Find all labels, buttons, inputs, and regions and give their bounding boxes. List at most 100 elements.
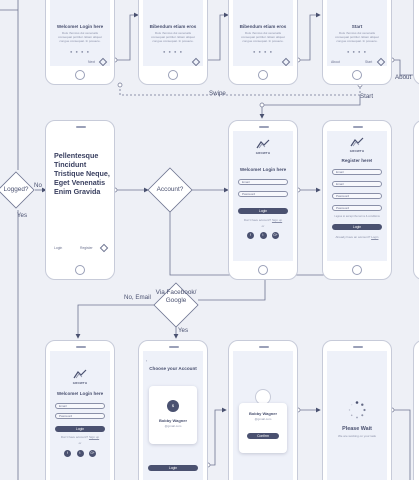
decision-account-shape [147,167,193,213]
facebook-icon[interactable]: f [64,450,71,457]
page-dots: ● ● ● ● [163,49,183,54]
connector-about [392,59,419,76]
sign-up-link[interactable]: Sign up [88,435,100,439]
decision-logged-shape [0,171,35,209]
register-button[interactable]: Login [332,224,382,230]
google-plus-icon[interactable]: G+ [89,450,96,457]
screen-offscreen-bottom [413,340,419,480]
login-password-field[interactable]: Password [238,191,288,197]
confirm-card: Bobby Wagner @gmail.com Confirm [239,403,287,453]
choose-login-button[interactable]: Login [148,465,198,471]
social-buttons: f t G+ [247,232,279,239]
onboard1-title: Welcome! Login here [56,24,104,29]
sign-up-link[interactable]: Sign up [271,218,283,222]
register-confirm-field[interactable]: Password [332,205,382,211]
onboard4-about[interactable]: About [331,60,340,64]
screen-onboard-2: Bibendum etiam eros Duis rhoncus dui ven… [138,0,208,85]
wait-subtitle: We are working on your task [338,434,376,438]
register-brand: GROWTH [349,149,365,153]
page-dots: ● ● ● ● [70,49,90,54]
label-start: Start [360,93,374,100]
confirm-button[interactable]: Confirm [247,433,279,439]
twitter-icon[interactable]: t [76,450,84,457]
screen-onboard-4: Start Duis rhoncus dui venenatis consequ… [322,0,392,85]
login2-title: Welcome! Login here [56,391,104,396]
screen-register: GROWTH Register here! Email Email Passwo… [322,120,392,280]
onboard2-title: Bibendum etiam eros [149,24,197,29]
next-arrow-icon[interactable] [376,57,386,66]
page-dots: ● ● ● ● [253,49,273,54]
register-title: Register here! [341,158,373,163]
choose-email: @gmail.com [164,424,182,428]
login2-brand: GROWTH [72,381,88,385]
login-brand: GROWTH [255,151,271,155]
label-yes-social: Yes [178,327,189,334]
onboard2-body: Duis rhoncus dui venenatis consequat por… [151,31,195,43]
next-arrow-icon[interactable] [98,57,108,66]
onboard3-title: Bibendum etiam eros [239,24,287,29]
screen-please-wait: Please Wait We are working on your task [322,340,392,480]
google-plus-icon[interactable]: G+ [272,232,279,239]
growth-logo-icon [256,139,270,149]
onboard1-next[interactable]: Next [88,60,95,64]
connector-onboard-1-2 [115,12,139,61]
login2-button[interactable]: Login [55,426,105,432]
register-have-account: Already have an account? Login [335,235,379,239]
label-no-email: No, Email [124,294,151,301]
connector-start [259,95,361,119]
screen-confirm-account: Bobby Wagner @gmail.com Confirm [228,340,298,480]
screen-login-email: GROWTH Welcome! Login here Email Passwor… [45,340,115,480]
connector-onboard-3-4 [298,12,321,61]
screen-onboard-3: Bibendum etiam eros Duis rhoncus dui ven… [228,0,298,85]
login2-or: or [78,441,82,445]
register-password-field[interactable]: Password [332,193,382,199]
growth-logo-icon [350,137,364,147]
loading-spinner-icon [348,401,366,419]
login-button[interactable]: Login [238,208,288,214]
screen-splash: Pellentesque Tincidunt Tristique Neque, … [45,120,115,280]
screen-login: GROWTH Welcome! Login here Email Passwor… [228,120,298,280]
confirm-name: Bobby Wagner [248,411,278,416]
next-arrow-icon[interactable] [99,243,109,253]
label-yes: Yes [17,212,28,219]
login-link[interactable]: Login [371,235,379,239]
register-email-field[interactable]: Email [332,181,382,187]
choose-name: Bobby Wagner [158,418,188,423]
login-no-account: Don't have account? Sign up [243,218,283,222]
login-or: or [261,224,265,228]
connector-choose-confirm [208,407,227,466]
login2-email-field[interactable]: Email [55,403,105,409]
wait-title: Please Wait [342,426,372,432]
screen-offscreen-top [413,0,419,85]
register-agree[interactable]: I agree to accept the terms & conditions [334,215,380,218]
connector-onboard-2-3 [205,12,229,61]
splash-headline: Pellentesque Tincidunt Tristique Neque, … [54,151,110,196]
label-about: About [395,74,412,81]
decision-social-shape [153,282,199,328]
label-no: No [34,182,42,189]
label-swipe: Swipe [209,90,226,97]
screen-onboard-1: Welcome! Login here Duis rhoncus dui ven… [45,0,115,85]
decision-logged: Logged? [3,186,29,193]
back-icon[interactable]: ‹ [146,359,148,363]
account-card[interactable]: $ Bobby Wagner @gmail.com [149,386,197,444]
screen-choose-account: ‹ Choose your Account $ Bobby Wagner @gm… [138,340,208,480]
next-arrow-icon[interactable] [191,57,201,66]
connector-wait-right [392,409,411,480]
splash-login[interactable]: Login [54,246,63,250]
login-email-field[interactable]: Email [238,179,288,185]
splash-register[interactable]: Register [80,246,93,250]
onboard4-start[interactable]: Start [365,60,373,64]
register-name-field[interactable]: Email [332,169,382,175]
facebook-icon[interactable]: f [247,232,254,239]
next-arrow-icon[interactable] [281,57,291,66]
login-title: Welcome! Login here [239,167,287,172]
twitter-icon[interactable]: t [259,232,267,239]
growth-logo-icon [73,369,87,379]
social-buttons: f t G+ [64,450,96,457]
choose-title: Choose your Account [149,366,197,371]
login2-password-field[interactable]: Password [55,413,105,419]
onboard1-body: Duis rhoncus dui venenatis consequat por… [58,31,102,43]
decision-account: Account? [156,186,184,193]
